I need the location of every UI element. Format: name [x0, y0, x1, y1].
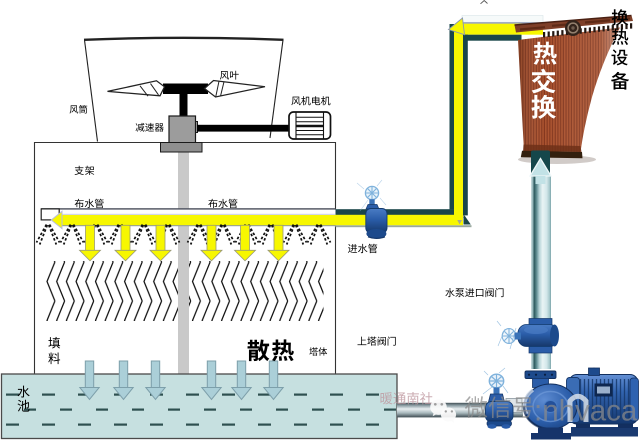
svg-text::nhvaca: :nhvaca [534, 395, 638, 428]
